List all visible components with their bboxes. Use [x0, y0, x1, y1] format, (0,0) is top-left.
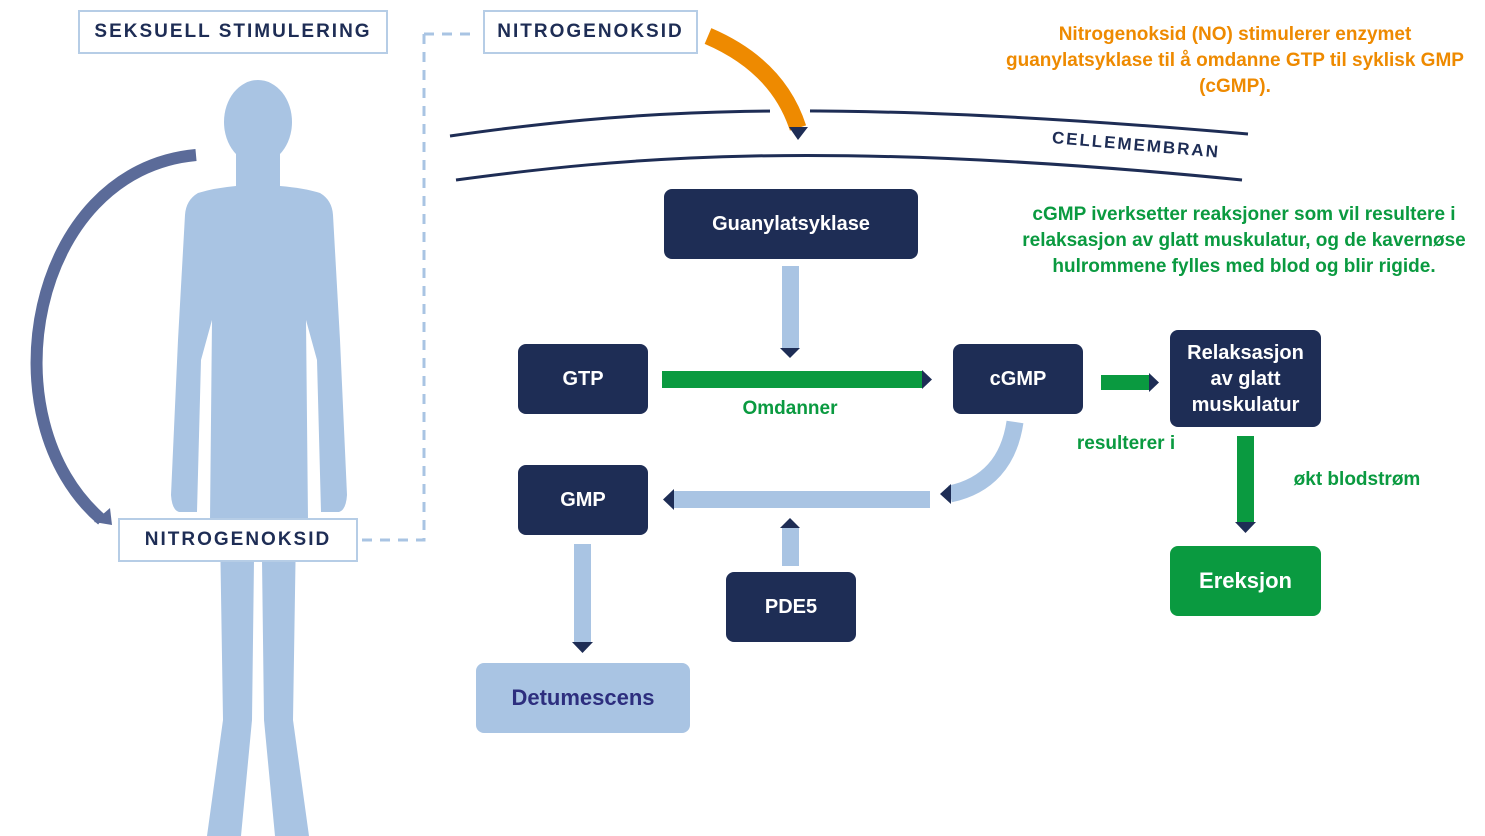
stimulation-arc — [30, 149, 197, 525]
degrade-curve-arrowhead-icon — [940, 484, 951, 504]
bloodflow-arrowhead-icon — [1235, 522, 1256, 533]
detumescence-arrow-shaft — [574, 544, 591, 642]
gtp-node: GTP — [518, 344, 648, 414]
pde5-arrow-shaft — [782, 528, 799, 566]
degrade-curve — [947, 420, 1024, 503]
no-arrowhead-icon — [789, 127, 808, 140]
guanylate-cyclase-node: Guanylatsyklase — [664, 189, 918, 259]
relaxation-node: Relaksasjon av glatt muskulatur — [1170, 330, 1321, 427]
result-arrow-shaft — [1101, 375, 1149, 390]
cell-membrane-inner — [455, 153, 1243, 182]
convert-arrowhead-icon — [922, 370, 932, 389]
erection-node: Ereksjon — [1170, 546, 1321, 616]
convert-arrow-shaft — [662, 371, 922, 388]
stimulation-arc-arrowhead-icon — [94, 508, 112, 525]
nitric-oxide-body-label: NITROGENOKSID — [118, 518, 358, 562]
enzyme-arrow-shaft — [782, 266, 799, 348]
cell-membrane-outer — [449, 109, 1249, 138]
gmp-node: GMP — [518, 465, 648, 535]
no-stimulation-arrow — [704, 28, 807, 131]
dashed-connector — [362, 32, 470, 542]
sexual-stimulation-label: SEKSUELL STIMULERING — [78, 10, 388, 54]
increased-blood-flow-label: økt blodstrøm — [1293, 469, 1421, 490]
pde5-node: PDE5 — [726, 572, 856, 642]
result-arrowhead-icon — [1149, 373, 1159, 392]
detumescence-node: Detumescens — [476, 663, 690, 733]
nitric-oxide-annotation: Nitrogenoksid (NO) stimulerer enzymet gu… — [1006, 24, 1464, 97]
enzyme-arrowhead-icon — [780, 348, 800, 358]
detumescence-arrowhead-icon — [572, 642, 593, 653]
cgmp-annotation: cGMP iverksetter reaksjoner som vil resu… — [1022, 204, 1466, 277]
converts-label: Omdanner — [742, 398, 838, 419]
nitric-oxide-top-label: NITROGENOKSID — [483, 10, 698, 54]
degrade-arrow-shaft — [674, 491, 930, 508]
results-in-label: resulterer i — [1076, 433, 1176, 454]
bloodflow-arrow-shaft — [1237, 436, 1254, 522]
pde5-arrowhead-icon — [780, 518, 800, 528]
degrade-arrowhead-icon — [663, 489, 674, 510]
cgmp-node: cGMP — [953, 344, 1083, 414]
human-figure-icon — [171, 80, 347, 836]
